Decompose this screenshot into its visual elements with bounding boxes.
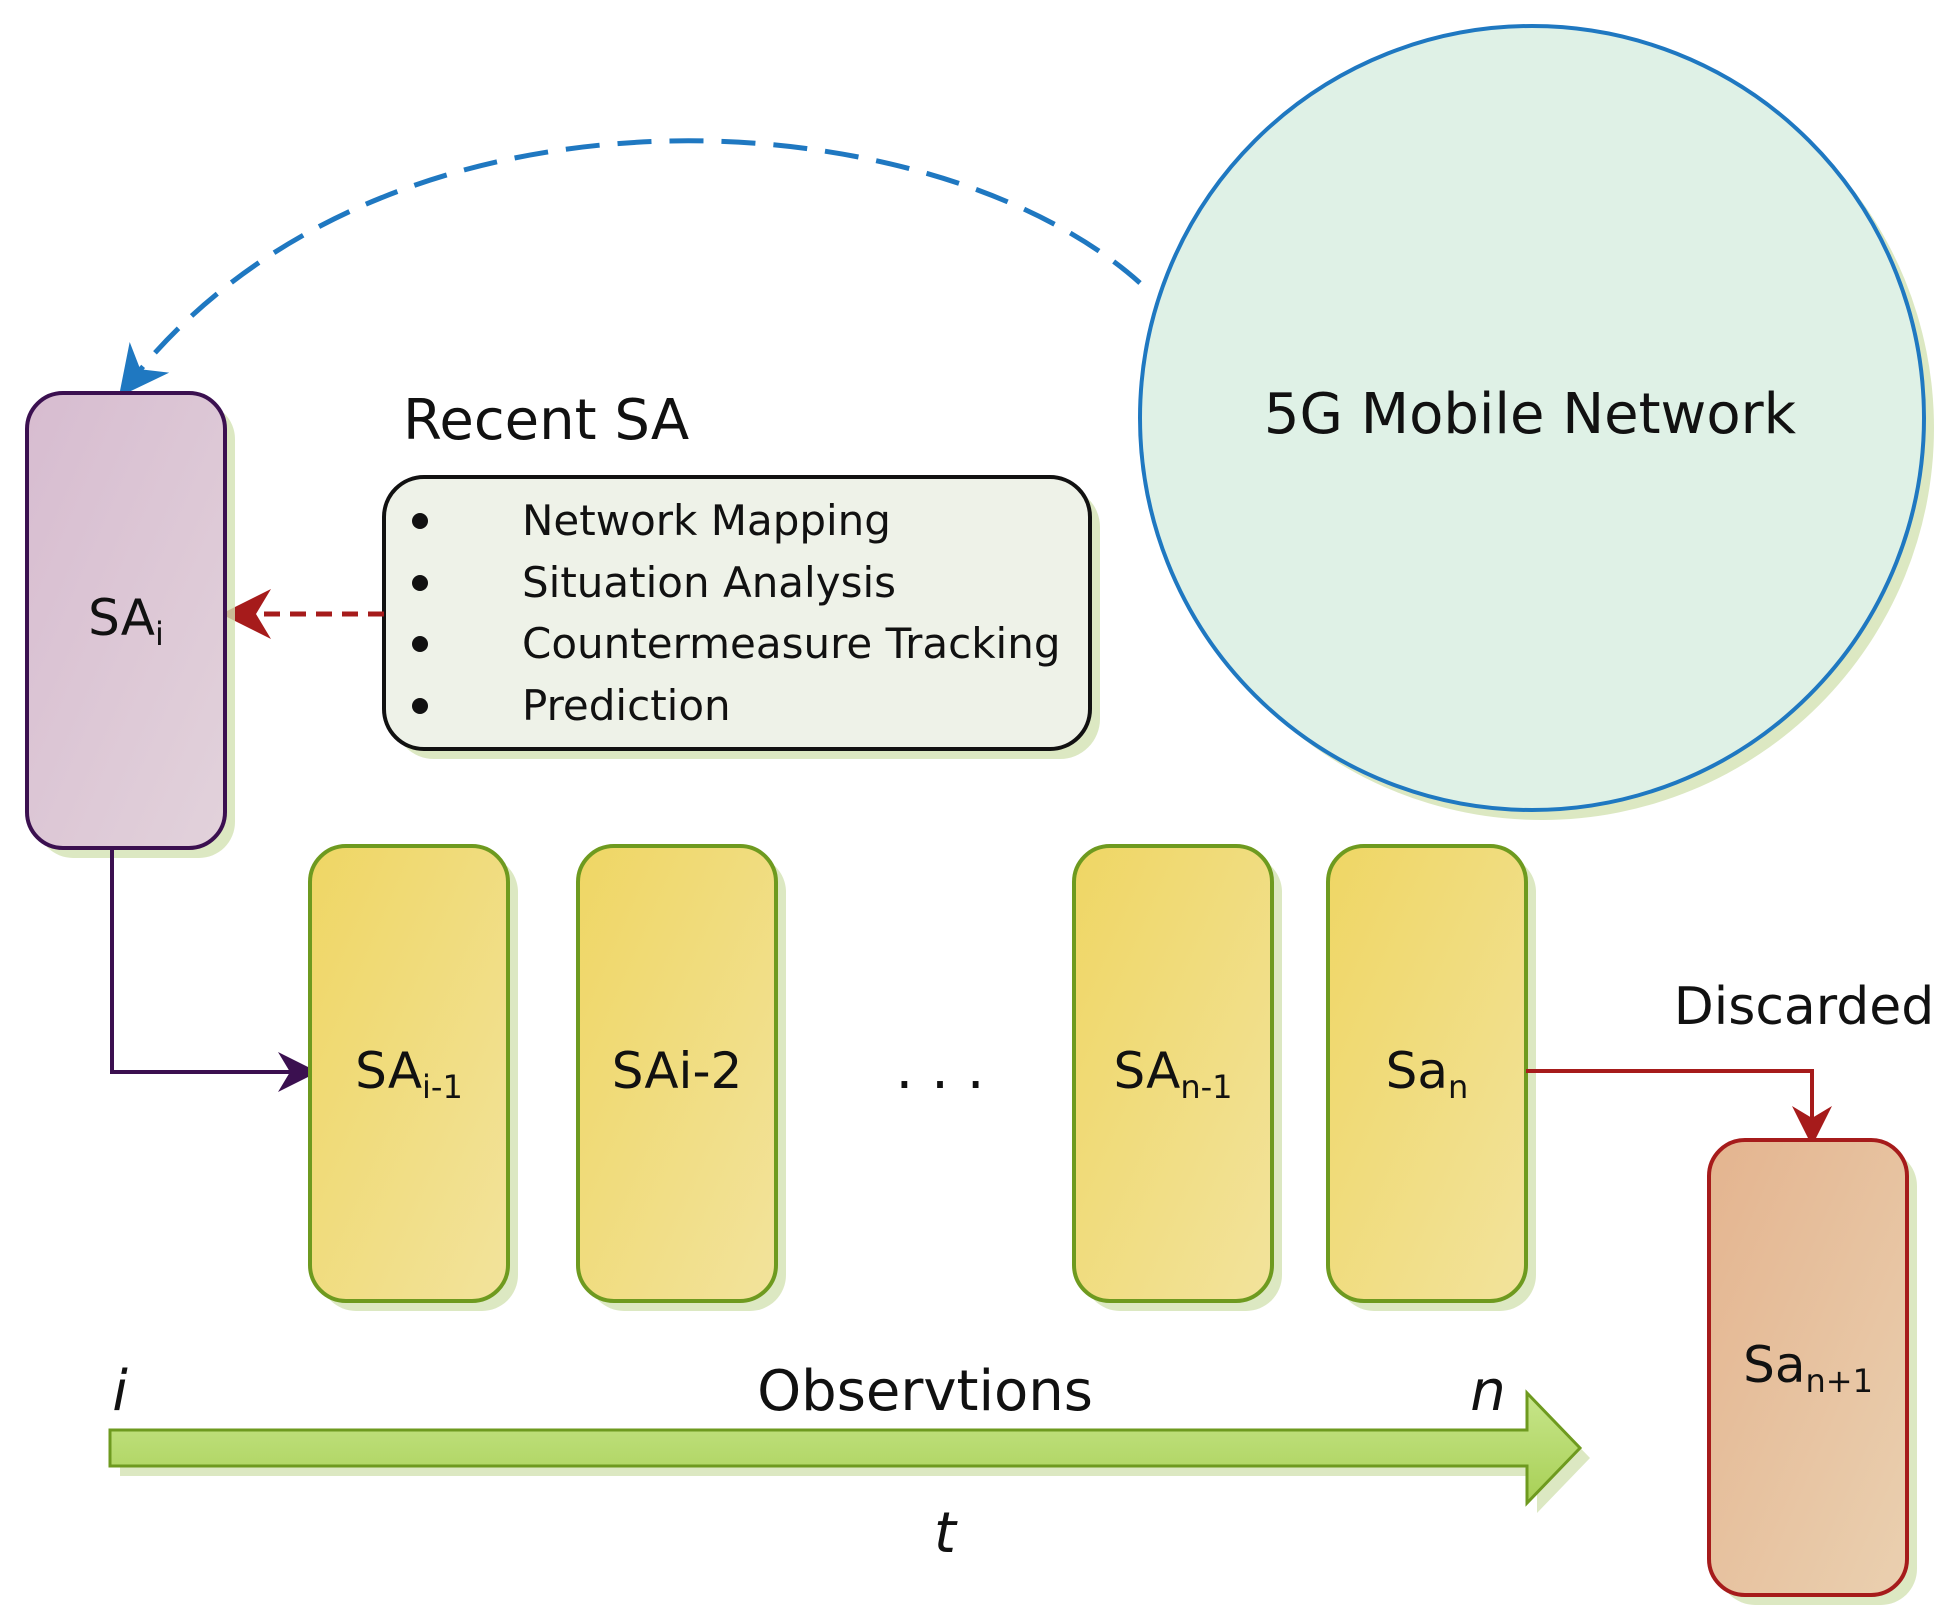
timeline-end: n [1470, 1359, 1506, 1424]
sequence-label: SAi-2 [612, 1042, 743, 1100]
sa-current-box: SAi [25, 391, 235, 858]
feedback-arrow [118, 138, 1142, 397]
bullet-icon [412, 575, 428, 591]
ellipsis: . . . [895, 1037, 984, 1102]
bullet-icon [412, 698, 428, 714]
sequence-box: SAi-2 [576, 844, 786, 1311]
sequence-box: SAn-1 [1072, 844, 1282, 1311]
svg-text:SAn-1: SAn-1 [1113, 1042, 1232, 1106]
sequence-subscript: n [1448, 1068, 1468, 1106]
sequence-subscript: i-1 [422, 1068, 463, 1106]
discard-arrow [1526, 1069, 1832, 1146]
shift-arrow [110, 848, 318, 1092]
discarded-box-subscript: n+1 [1805, 1362, 1872, 1400]
recent-sa-item: Network Mapping [522, 496, 891, 545]
recent-sa-title: Recent SA [403, 388, 689, 453]
sequence-label: SA [355, 1042, 422, 1100]
recent-sa-item: Countermeasure Tracking [522, 619, 1060, 668]
sequence-box: San [1326, 844, 1536, 1311]
recent-sa-item: Prediction [522, 681, 731, 730]
timeline-axis: t [934, 1501, 958, 1566]
discarded-label: Discarded [1674, 977, 1935, 1037]
timeline-arrow [108, 1389, 1590, 1513]
recent-sa-item: Situation Analysis [522, 558, 896, 607]
sequence-label: SA [1113, 1042, 1180, 1100]
svg-text:SAi: SAi [88, 589, 164, 653]
network-node: 5G Mobile Network [1138, 24, 1934, 820]
timeline-label: Observtions [757, 1359, 1093, 1424]
svg-text:SAi-1: SAi-1 [355, 1042, 463, 1106]
discarded-box: San+1 [1707, 1138, 1917, 1605]
sequence-subscript: n-1 [1180, 1068, 1232, 1106]
svg-text:San+1: San+1 [1743, 1336, 1873, 1400]
recent-sa-box: Network Mapping Situation Analysis Count… [382, 475, 1100, 759]
sequence-label: Sa [1386, 1042, 1448, 1100]
bullet-icon [412, 636, 428, 652]
svg-text:SAi-2: SAi-2 [612, 1042, 743, 1100]
sequence-box: SAi-1 [308, 844, 518, 1311]
svg-text:San: San [1386, 1042, 1469, 1106]
timeline-start: i [112, 1359, 128, 1424]
network-label: 5G Mobile Network [1264, 382, 1797, 447]
sa-current-label: SA [88, 589, 155, 647]
sa-current-subscript: i [155, 615, 164, 653]
discarded-box-label: Sa [1743, 1336, 1805, 1394]
bullet-icon [412, 513, 428, 529]
